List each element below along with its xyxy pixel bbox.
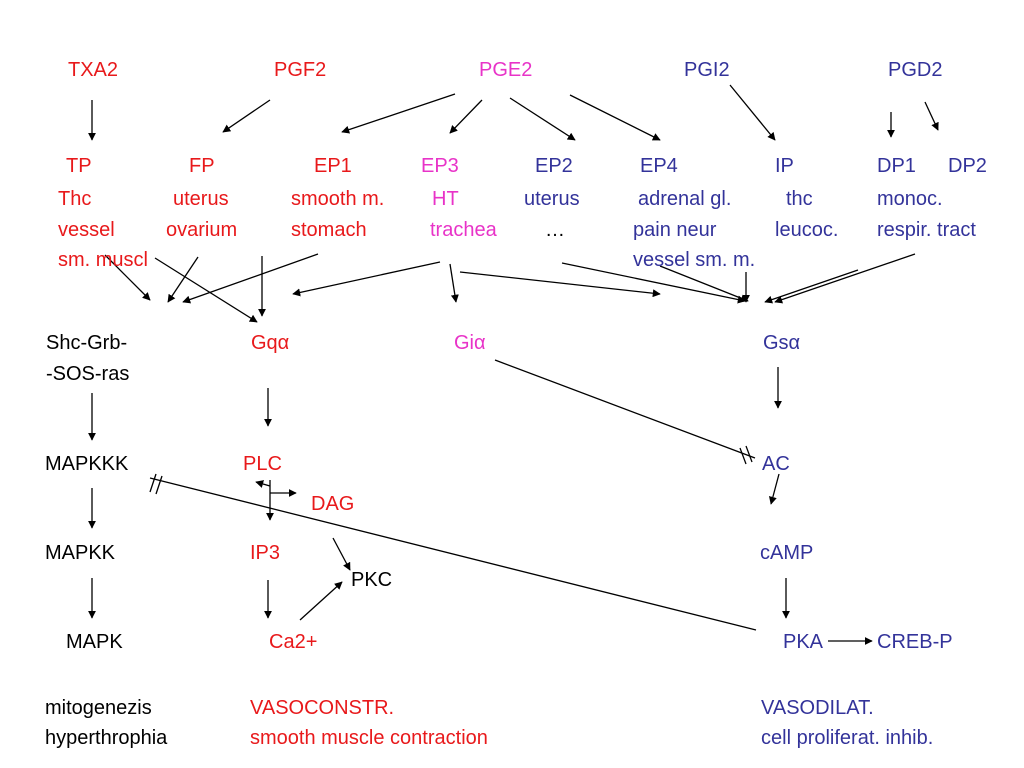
arrow-ep1-shc — [182, 253, 319, 304]
arrow-ep3-gi — [449, 263, 459, 303]
inhibit-mark-mapkkk-2 — [155, 475, 163, 495]
outcome-left-1: mitogenezis — [45, 697, 152, 719]
receptor-tp-tissue-2: vessel — [58, 219, 115, 241]
node-pkc: PKC — [351, 569, 393, 591]
receptor-fp-tissue-2: ovarium — [166, 219, 238, 241]
receptor-fp-tissue-1: uterus — [173, 188, 229, 210]
node-creb-p: CREB-P — [877, 631, 953, 653]
receptor-ep2-tissue-1: uterus — [524, 188, 580, 210]
node-mapkkk: MAPKKK — [45, 453, 129, 475]
receptor-tp: TP — [66, 155, 92, 177]
receptor-ep2: EP2 — [535, 155, 573, 177]
arrow-pge2-ep2 — [509, 97, 576, 141]
arrow-fp-shc — [167, 256, 199, 303]
arrow-pge2-ep4 — [569, 94, 661, 141]
receptor-fp: FP — [189, 155, 215, 177]
receptor-dp-tissue-1: monoc. — [877, 188, 943, 210]
arrow-pgi2-ip — [729, 84, 776, 141]
ligand-pge2: PGE2 — [479, 59, 533, 81]
node-mapkk: MAPKK — [45, 542, 116, 564]
receptor-ip: IP — [775, 155, 794, 177]
node-pka: PKA — [783, 631, 824, 653]
receptor-ep1: EP1 — [314, 155, 352, 177]
node-gq-alpha: Gqα — [251, 332, 290, 354]
line-pka-mapkkk-inhibit — [149, 477, 757, 631]
receptor-dp1: DP1 — [877, 155, 916, 177]
outcome-middle-1: VASOCONSTR. — [250, 697, 395, 719]
receptor-ep3-tissue-2: trachea — [430, 219, 497, 241]
arrow-ca-pkc — [299, 581, 343, 621]
inhibit-mark-mapkkk-1 — [149, 473, 157, 493]
node-gi-alpha: Giα — [454, 332, 486, 354]
node-ip3: IP3 — [250, 542, 281, 564]
receptor-ep4-tissue-3: vessel sm. m. — [633, 249, 756, 271]
inhibit-mark-ac-2 — [745, 445, 753, 463]
receptor-ep2-tissue-2: … — [545, 219, 565, 241]
receptor-ep3-tissue-1: HT — [432, 188, 459, 210]
receptor-ep3: EP3 — [421, 155, 459, 177]
receptor-ep1-tissue-1: smooth m. — [291, 188, 385, 210]
arrow-ep3-gs — [459, 271, 661, 298]
node-mapk: MAPK — [66, 631, 123, 653]
node-dag: DAG — [311, 493, 355, 515]
ligand-txa2: TXA2 — [68, 59, 119, 81]
arrow-plc-back — [255, 480, 271, 488]
arrow-pge2-ep1 — [341, 93, 456, 134]
arrow-ep2-gs — [561, 262, 746, 304]
receptor-ep1-tissue-2: stomach — [291, 219, 367, 241]
arrow-pge2-ep3 — [449, 99, 483, 134]
ligand-pgf2: PGF2 — [274, 59, 327, 81]
arrow-dp2-gs — [774, 253, 916, 304]
outcome-right-2: cell proliferat. inhib. — [761, 727, 934, 749]
receptor-ep4: EP4 — [640, 155, 678, 177]
ligand-pgi2: PGI2 — [684, 59, 730, 81]
arrow-tp-gq — [154, 257, 258, 323]
receptor-ip-tissue-2: leucoc. — [775, 219, 839, 241]
arrow-ip3-pkc — [332, 537, 351, 571]
arrow-pgd2-dp2 — [924, 101, 939, 131]
line-gi-ac-inhibit — [494, 359, 756, 459]
node-plc: PLC — [243, 453, 282, 475]
receptor-ip-tissue-1: thc — [786, 188, 813, 210]
receptor-dp-tissue-2: respir. tract — [877, 219, 976, 241]
outcome-middle-2: smooth muscle contraction — [250, 727, 488, 749]
receptor-dp2: DP2 — [948, 155, 987, 177]
arrow-ep4-gs — [659, 265, 749, 303]
node-ac: AC — [762, 453, 790, 475]
arrow-tp-shc — [104, 254, 151, 301]
node-gs-alpha: Gsα — [763, 332, 801, 354]
arrow-ep3-gq — [292, 261, 441, 297]
node-shc-grb: Shc-Grb- — [46, 332, 128, 354]
node-sos-ras: -SOS-ras — [46, 363, 130, 385]
inhibit-mark-ac-1 — [739, 447, 747, 465]
receptor-ep4-tissue-2: pain neur — [633, 219, 717, 241]
arrow-pgf2-fp — [222, 99, 271, 133]
outcome-left-2: hyperthrophia — [45, 727, 168, 749]
receptor-tp-tissue-1: Thc — [58, 188, 92, 210]
receptor-tp-tissue-3: sm. muscl — [58, 249, 148, 271]
ligand-pgd2: PGD2 — [888, 59, 943, 81]
node-camp: cAMP — [760, 542, 814, 564]
node-ca2: Ca2+ — [269, 631, 318, 653]
outcome-right-1: VASODILAT. — [761, 697, 874, 719]
receptor-ep4-tissue-1: adrenal gl. — [638, 188, 732, 210]
arrow-dp1-gs — [764, 269, 859, 304]
arrow-ac-camp — [768, 473, 780, 505]
